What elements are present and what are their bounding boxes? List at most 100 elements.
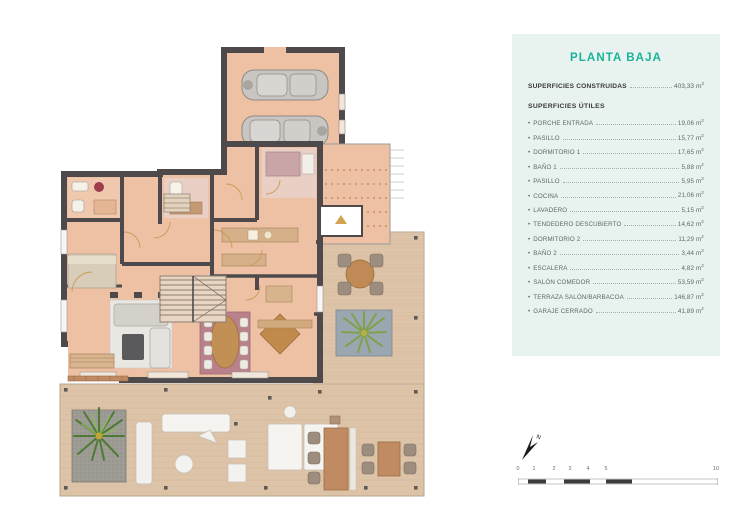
useful-area-heading: SUPERFICIES ÚTILES — [528, 103, 605, 111]
planter-agave — [335, 309, 393, 357]
leader-dots — [596, 123, 676, 126]
leader-dots — [570, 268, 680, 270]
outdoor-dining-set — [337, 253, 384, 296]
bed-icon — [265, 285, 293, 303]
bullet-icon: • — [528, 251, 531, 258]
list-item: • TERRAZA SALÓN/BARBACOA 146,87 m2 — [528, 291, 704, 301]
sink-icon — [247, 229, 259, 241]
ottoman-icon — [227, 439, 247, 459]
list-item: • BAÑO 2 3,44 m2 — [528, 248, 704, 258]
bano-1 — [68, 178, 120, 218]
hob-icon — [263, 230, 273, 240]
bullet-icon: • — [528, 222, 531, 229]
pasillo — [126, 224, 208, 260]
outdoor-small-table — [361, 441, 417, 477]
dormitorio-1 — [67, 224, 120, 289]
entry-marker-icon — [335, 215, 347, 224]
leader-dots — [624, 224, 676, 227]
laundry-unit — [265, 151, 301, 177]
leader-dots — [570, 210, 680, 212]
legend-panel: PLANTA BAJA SUPERFICIES CONSTRUIDAS 403,… — [512, 34, 720, 356]
daybed-icon — [267, 423, 303, 471]
bullet-icon: • — [528, 236, 531, 243]
bullet-icon: • — [528, 135, 531, 142]
armchair-icon — [149, 327, 171, 369]
compass-needle-icon — [522, 435, 538, 460]
kitchen-counter — [221, 227, 299, 243]
sofa-icon — [161, 413, 231, 433]
scale-bar: 0 1 2 3 4 5 10 — [516, 466, 720, 488]
room-area-list: • PORCHE ENTRADA 19,06 m2 • PASILLO 15,7… — [528, 118, 704, 315]
bullet-icon: • — [528, 207, 531, 214]
bullet-icon: • — [528, 280, 531, 287]
dining-chair-icon — [203, 317, 249, 370]
leader-dots — [562, 138, 676, 140]
palm-icon — [73, 407, 125, 461]
list-item: • DORMITORIO 1 17,65 m2 — [528, 147, 704, 157]
bullet-icon: • — [528, 150, 531, 157]
sofa-icon — [135, 421, 153, 485]
leader-dots — [559, 167, 680, 169]
built-area-label: SUPERFICIES CONSTRUIDAS — [528, 83, 627, 91]
dining-table-icon — [210, 315, 240, 369]
leader-dots — [583, 152, 676, 155]
list-item: • DORMITORIO 2 11,29 m2 — [528, 233, 704, 243]
outdoor-chair-icon — [361, 443, 417, 475]
coffee-table-icon — [122, 334, 144, 360]
list-item: • GARAJE CERRADO 41,89 m2 — [528, 306, 704, 316]
leader-dots — [559, 253, 680, 256]
car-icon — [241, 69, 329, 101]
cocina — [216, 224, 316, 272]
leader-dots — [583, 239, 677, 241]
list-item: • TENDEDERO DESCUBIERTO 14,62 m2 — [528, 219, 704, 229]
scale-bar-graphic — [517, 478, 719, 485]
outdoor-chair-icon — [337, 253, 384, 296]
floor-plan-drawing — [52, 24, 452, 504]
built-area-row: SUPERFICIES CONSTRUIDAS 403,33 m2 — [528, 81, 704, 90]
list-item: • LAVADERO 5,15 m2 — [528, 204, 704, 214]
railing — [67, 375, 129, 382]
compass-north-label: N — [535, 434, 541, 441]
bullet-icon: • — [528, 193, 531, 200]
car-icon — [241, 115, 329, 147]
sink-icon — [71, 181, 89, 192]
leader-dots — [561, 196, 676, 198]
windows — [60, 229, 324, 379]
bullet-icon: • — [528, 265, 531, 272]
door-swing-arcs — [71, 179, 281, 301]
lavadero — [262, 148, 316, 198]
outdoor-table-icon — [345, 259, 375, 289]
page-title: PLANTA BAJA — [570, 52, 662, 64]
leader-dots — [629, 86, 672, 89]
floor-plan-svg — [59, 47, 425, 497]
outdoor-chair-icon — [307, 431, 321, 485]
dormitorio-2 — [262, 282, 314, 312]
list-item: • ESCALERA 4,82 m2 — [528, 262, 704, 272]
barbacoa — [257, 319, 313, 329]
pouf-icon — [197, 429, 218, 444]
toilet-icon — [71, 199, 85, 213]
north-arrow: N — [516, 430, 552, 464]
escalera — [159, 193, 227, 323]
list-item: • SALÓN COMEDOR 53,59 m2 — [528, 277, 704, 287]
scale-tick-labels: 0 1 2 3 4 5 10 — [516, 466, 720, 472]
bullet-icon: • — [528, 294, 531, 301]
list-item: • BAÑO 1 5,88 m2 — [528, 161, 704, 171]
entry-steps — [69, 353, 115, 369]
leader-dots — [595, 311, 676, 314]
built-area-value: 403,33 m2 — [673, 81, 704, 91]
leader-dots — [562, 181, 680, 184]
bathtub-icon — [94, 182, 104, 192]
planter-palm — [71, 407, 127, 483]
list-item: • PORCHE ENTRADA 19,06 m2 — [528, 118, 704, 128]
bullet-icon: • — [528, 164, 531, 171]
list-item: • PASILLO 5,95 m2 — [528, 176, 704, 186]
list-item: • COCINA 21,06 m2 — [528, 190, 704, 200]
bullet-icon: • — [528, 121, 531, 128]
bullet-icon: • — [528, 309, 531, 316]
ottoman-icon — [227, 463, 247, 483]
stair-secondary — [163, 193, 191, 213]
porche-entrada — [319, 205, 363, 237]
pouf-icon — [174, 454, 194, 474]
